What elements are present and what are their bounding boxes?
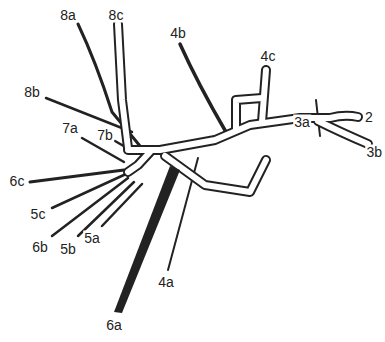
callout-number: 4a — [157, 275, 175, 290]
bile-duct-wall — [165, 156, 266, 192]
bile-duct — [102, 184, 142, 226]
bile-duct-wall — [118, 24, 128, 148]
callout-number: 7a — [61, 121, 79, 136]
bile-duct — [78, 182, 134, 236]
callout-number: 8c — [108, 8, 125, 23]
bile-duct — [114, 166, 180, 313]
callout-number: 3b — [365, 145, 383, 160]
bile-duct-lumen — [118, 24, 128, 148]
callout-number: 7b — [96, 128, 114, 143]
bile-duct — [52, 178, 128, 236]
bile-duct-lumen — [128, 152, 150, 172]
bile-duct — [78, 24, 140, 146]
bile-duct-lumen — [165, 156, 266, 192]
bile-duct-wall — [128, 152, 150, 172]
callout-number: 8b — [23, 85, 41, 100]
bile-duct — [180, 44, 226, 132]
callout-number: 6c — [9, 174, 26, 189]
bile-duct-lumen — [236, 98, 262, 130]
callout-number: 2 — [364, 110, 374, 125]
callout-number: 5a — [83, 231, 101, 246]
bile-duct-wall — [318, 121, 368, 144]
bile-duct — [52, 174, 126, 208]
bile-duct-lumen — [318, 121, 368, 144]
callout-number: 6b — [31, 240, 49, 255]
callout-number: 6a — [105, 318, 123, 333]
callout-number: 5c — [30, 207, 47, 222]
callout-number: 4b — [169, 26, 187, 41]
callout-number: 3a — [293, 115, 311, 130]
callout-number: 4c — [260, 49, 277, 64]
callout-number: 5b — [59, 242, 77, 257]
callout-number: 8a — [59, 8, 77, 23]
